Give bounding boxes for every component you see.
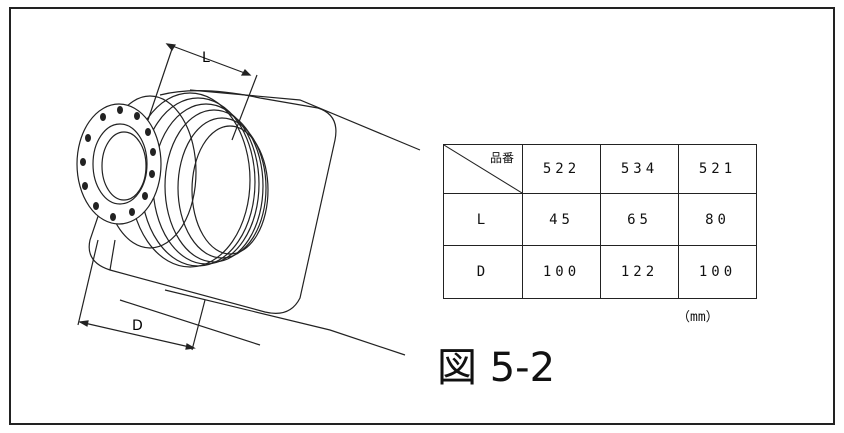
table-cell: 122 — [600, 245, 679, 299]
row-label: D — [443, 245, 523, 299]
bolt-holes — [80, 106, 156, 221]
dimension-d-label: D — [132, 318, 143, 334]
column-header: 522 — [522, 144, 601, 194]
table-cell: 100 — [678, 245, 757, 299]
table-cell: 100 — [522, 245, 601, 299]
part-number-header: 品番 — [489, 151, 514, 165]
spec-table: 品番 522 534 521 L 45 65 80 D 100 122 100 — [443, 144, 757, 299]
row-label: L — [443, 193, 523, 246]
table-cell: 45 — [522, 193, 601, 246]
table-header-row: 品番 522 534 521 — [443, 144, 757, 194]
table-cell: 80 — [678, 193, 757, 246]
table-row: L 45 65 80 — [443, 193, 757, 246]
unit-label: （mm） — [677, 310, 719, 325]
dimension-l-label: L — [202, 50, 210, 66]
column-header: 521 — [678, 144, 757, 194]
table-cell: 65 — [600, 193, 679, 246]
column-header: 534 — [600, 144, 679, 194]
figure-caption: 図 5-2 — [437, 345, 556, 391]
corner-cell: 品番 — [443, 144, 523, 194]
table-row: D 100 122 100 — [443, 245, 757, 299]
